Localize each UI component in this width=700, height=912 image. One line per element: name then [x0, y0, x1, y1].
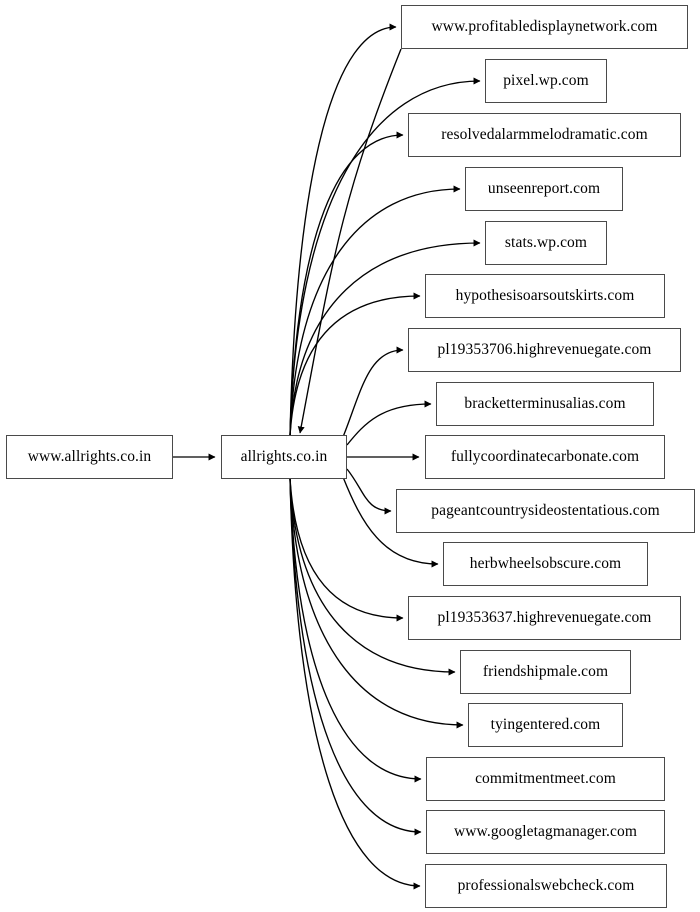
graph-node-label: fullycoordinatecarbonate.com [450, 448, 640, 466]
edge-hub-to-n17 [289, 477, 421, 890]
graph-node-root[interactable]: www.allrights.co.in [6, 435, 173, 479]
graph-node-label: www.allrights.co.in [27, 448, 152, 466]
graph-node-n15[interactable]: commitmentmeet.com [426, 757, 665, 801]
graph-node-n12[interactable]: pl19353637.highrevenuegate.com [408, 596, 681, 640]
graph-node-hub[interactable]: allrights.co.in [221, 435, 347, 479]
graph-node-label: allrights.co.in [240, 448, 328, 466]
graph-node-n5[interactable]: stats.wp.com [485, 221, 607, 265]
graph-node-n16[interactable]: www.googletagmanager.com [426, 810, 665, 854]
edge-hub-to-n3 [289, 131, 404, 437]
graph-node-n8[interactable]: bracketterminusalias.com [436, 382, 654, 426]
graph-node-label: tyingentered.com [490, 716, 601, 734]
graph-node-label: resolvedalarmmelodramatic.com [441, 126, 648, 144]
graph-node-label: stats.wp.com [504, 234, 588, 252]
graph-node-n11[interactable]: herbwheelsobscure.com [443, 542, 648, 586]
graph-node-label: hypothesisoarsoutskirts.com [455, 287, 635, 305]
graph-node-label: www.profitabledisplaynetwork.com [431, 18, 658, 36]
edge-hub-to-n10 [346, 468, 392, 515]
edge-hub-to-n12 [289, 477, 404, 622]
graph-node-n7[interactable]: pl19353706.highrevenuegate.com [408, 328, 681, 372]
graph-node-label: www.googletagmanager.com [453, 823, 638, 841]
edge-hub-to-n7 [342, 346, 404, 438]
graph-node-label: pl19353637.highrevenuegate.com [437, 609, 652, 627]
graph-node-n3[interactable]: resolvedalarmmelodramatic.com [408, 113, 681, 157]
edge-n1-to-hub [297, 48, 402, 434]
graph-node-label: professionalswebcheck.com [457, 877, 635, 895]
graph-node-label: friendshipmale.com [482, 663, 609, 681]
graph-node-label: commitmentmeet.com [475, 770, 616, 788]
graph-node-n4[interactable]: unseenreport.com [465, 167, 623, 211]
graph-node-label: herbwheelsobscure.com [469, 555, 622, 573]
graph-node-label: pl19353706.highrevenuegate.com [437, 341, 652, 359]
graph-node-n13[interactable]: friendshipmale.com [460, 650, 631, 694]
graph-node-n17[interactable]: professionalswebcheck.com [425, 864, 667, 908]
edge-hub-to-n1 [289, 23, 397, 437]
graph-node-n9[interactable]: fullycoordinatecarbonate.com [425, 435, 665, 479]
graph-node-label: pixel.wp.com [503, 72, 589, 90]
graph-node-n1[interactable]: www.profitabledisplaynetwork.com [401, 5, 688, 49]
graph-node-label: bracketterminusalias.com [464, 395, 626, 413]
graph-node-n2[interactable]: pixel.wp.com [485, 59, 607, 103]
graph-node-n14[interactable]: tyingentered.com [468, 703, 623, 747]
edge-hub-to-n6 [289, 292, 421, 437]
graph-node-label: unseenreport.com [487, 180, 601, 198]
graph-node-n6[interactable]: hypothesisoarsoutskirts.com [425, 274, 665, 318]
graph-node-n10[interactable]: pageantcountrysideostentatious.com [396, 489, 695, 533]
edge-hub-to-n8 [346, 400, 432, 446]
graph-node-label: pageantcountrysideostentatious.com [431, 502, 660, 520]
